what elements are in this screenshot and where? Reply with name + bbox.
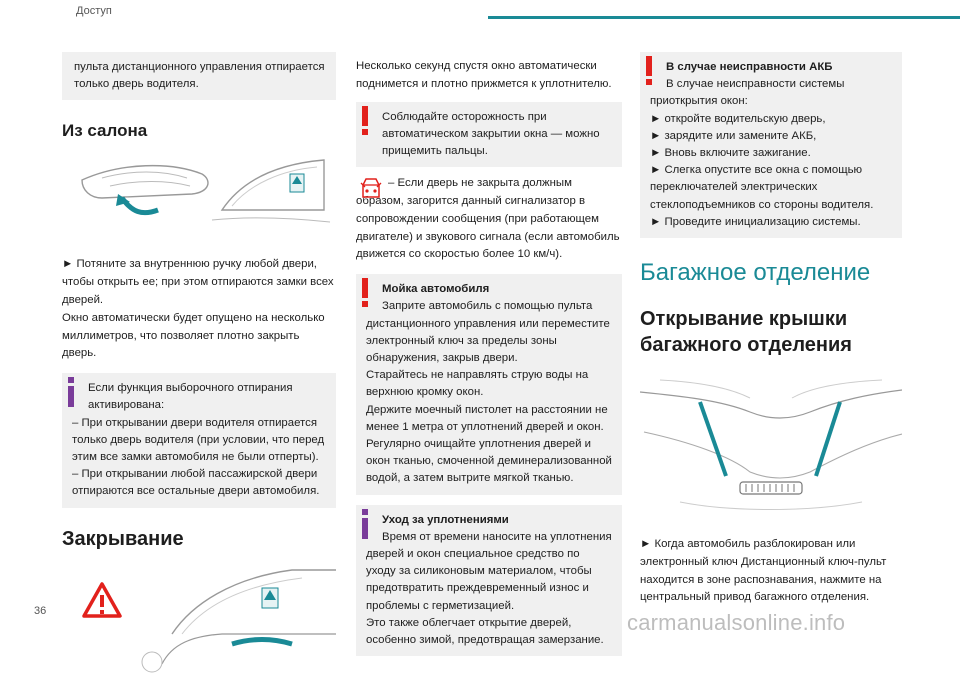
seal-care-title: Уход за уплотнениями — [382, 513, 509, 526]
battery-item-2: ► зарядите или замените АКБ, — [650, 129, 817, 142]
warning-box-car-wash: Мойка автомобиля Заприте автомобиль с по… — [356, 274, 622, 495]
alarm-text: – Если дверь не закрыта должным образом,… — [356, 177, 620, 261]
seal-care-line-1: Время от времени наносите на уплотнения … — [366, 530, 612, 612]
column-left: пульта дистанционного управления отпирае… — [62, 52, 336, 674]
warning-text: Соблюдайте осторожность при автоматическ… — [382, 110, 600, 157]
battery-title: В случае неисправности АКБ — [666, 61, 833, 73]
battery-item-1: ► откройте водительскую дверь, — [650, 112, 826, 125]
car-wash-line-2: Старайтесь не направлять струю воды на в… — [366, 369, 589, 399]
section-title-trunk: Багажное отделение — [640, 259, 871, 287]
door-handle-illustration — [81, 159, 331, 223]
battery-item-4: ► Слегка опустите все окна с помощью пер… — [650, 164, 874, 211]
info-line-2: – При открывании двери водителя отпирает… — [72, 416, 325, 463]
figure-inside-handle — [62, 150, 336, 250]
para-inside: ► Потяните за внутреннюю ручку любой две… — [62, 258, 334, 306]
heading-close: Закрывание — [62, 527, 184, 550]
figure-trunk — [639, 372, 903, 524]
info-icon — [362, 508, 368, 539]
warning-triangle-icon — [82, 581, 122, 618]
column-middle: Несколько секунд спустя окно автоматичес… — [356, 52, 622, 664]
battery-intro: В случае неисправности системы приоткрыт… — [650, 78, 845, 108]
para-window-close: Несколько секунд спустя окно автоматичес… — [356, 60, 612, 90]
note-box-top: пульта дистанционного управления отпирае… — [62, 52, 336, 101]
battery-item-3: ► Вновь включите зажигание. — [650, 147, 811, 160]
watermark: carmanualsonline.info — [627, 610, 846, 635]
warning-exclamation-icon — [362, 278, 368, 308]
warning-box-battery: В случае неисправности АКБ В случае неис… — [640, 52, 902, 239]
trunk-illustration — [639, 379, 903, 511]
para-trunk: ► Когда автомобиль разблокирован или эле… — [640, 538, 887, 604]
closing-illustration — [82, 568, 336, 673]
car-wash-line-1: Заприте автомобиль с помощью пульта дист… — [366, 300, 610, 364]
warning-box-pinch: Соблюдайте осторожность при автоматическ… — [356, 101, 622, 168]
note-box-top-text: пульта дистанционного управления отпирае… — [74, 61, 325, 91]
info-box-selective-unlock: Если функция выборочного отпирания актив… — [62, 373, 336, 508]
door-open-warning-icon — [360, 178, 382, 198]
heading-trunk-open: Открывание крышки багажного отделения — [640, 308, 852, 357]
door-open-alarm: – Если дверь не закрыта должным образом,… — [356, 175, 622, 264]
info-icon — [68, 377, 74, 408]
para-inside-2: Окно автоматически будет опущено на неск… — [62, 311, 325, 360]
warning-exclamation-icon — [646, 56, 652, 85]
figure-closing — [62, 564, 336, 674]
seal-care-line-2: Это также облегчает открытие дверей, осо… — [366, 616, 604, 647]
car-wash-line-3: Держите моечный пистолет на расстоянии н… — [366, 403, 608, 433]
heading-inside: Из салона — [62, 121, 148, 141]
column-right: В случае неисправности АКБ В случае неис… — [639, 52, 903, 607]
battery-item-5: ► Проведите инициализацию системы. — [650, 215, 861, 228]
section-header: Доступ — [76, 5, 112, 17]
car-wash-title: Мойка автомобиля — [382, 283, 490, 296]
page-number: 36 — [34, 605, 47, 617]
info-line-3: – При открывании любой пассажирской двер… — [72, 468, 320, 498]
car-wash-line-4: Регулярно очищайте уплотнения дверей и о… — [366, 438, 612, 485]
info-line-1: Если функция выборочного отпирания актив… — [88, 382, 293, 412]
warning-exclamation-icon — [362, 105, 368, 135]
info-box-seal-care: Уход за уплотнениями Время от времени на… — [356, 504, 622, 657]
header-accent-bar — [488, 16, 960, 19]
